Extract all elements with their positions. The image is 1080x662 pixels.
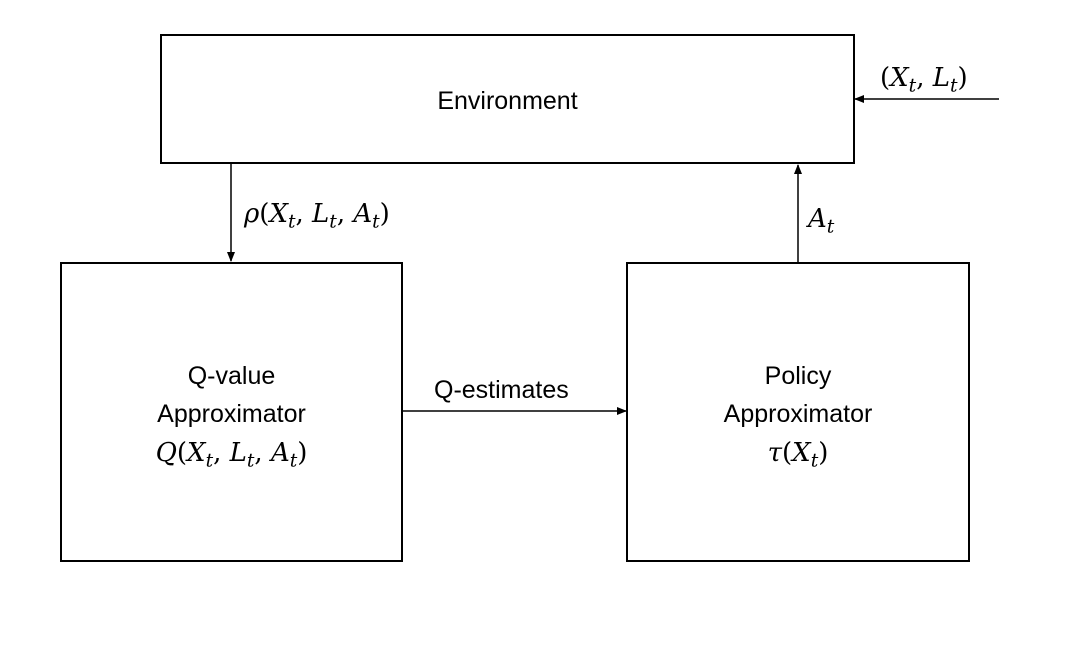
q-arg-x: Xt [187,438,214,472]
q-arg-l: Lt [229,438,255,472]
policy-subtitle: Approximator [723,400,873,428]
q-value-title: Q-value [187,362,276,390]
q-arg-a: At [270,438,298,472]
policy-approximator-box: Policy Approximator τ(Xt) [626,262,970,562]
action-label: At [808,204,835,238]
reward-arg-x: Xt [269,199,296,233]
q-function-symbol: Q [155,438,177,468]
reward-label: ρ(Xt, Lt, At) [244,199,390,233]
reward-arg-a: At [353,199,380,233]
policy-title: Policy [764,362,832,390]
input-label: (Xt, Lt) [880,63,968,97]
policy-function-formula: τ(Xt) [767,438,829,472]
q-value-approximator-box: Q-value Approximator Q(Xt, Lt, At) [60,262,403,562]
environment-box: Environment [160,34,855,164]
input-arg-x: Xt [890,63,917,97]
reward-function-symbol: ρ [244,199,260,229]
policy-function-symbol: τ [767,438,783,468]
policy-arg-x: Xt [792,438,819,472]
reward-arg-l: Lt [312,199,337,233]
input-arg-l: Lt [932,63,958,97]
q-estimates-label: Q-estimates [434,376,569,404]
environment-label: Environment [437,87,578,115]
q-value-subtitle: Approximator [157,400,306,428]
q-function-formula: Q(Xt, Lt, At) [155,438,308,472]
